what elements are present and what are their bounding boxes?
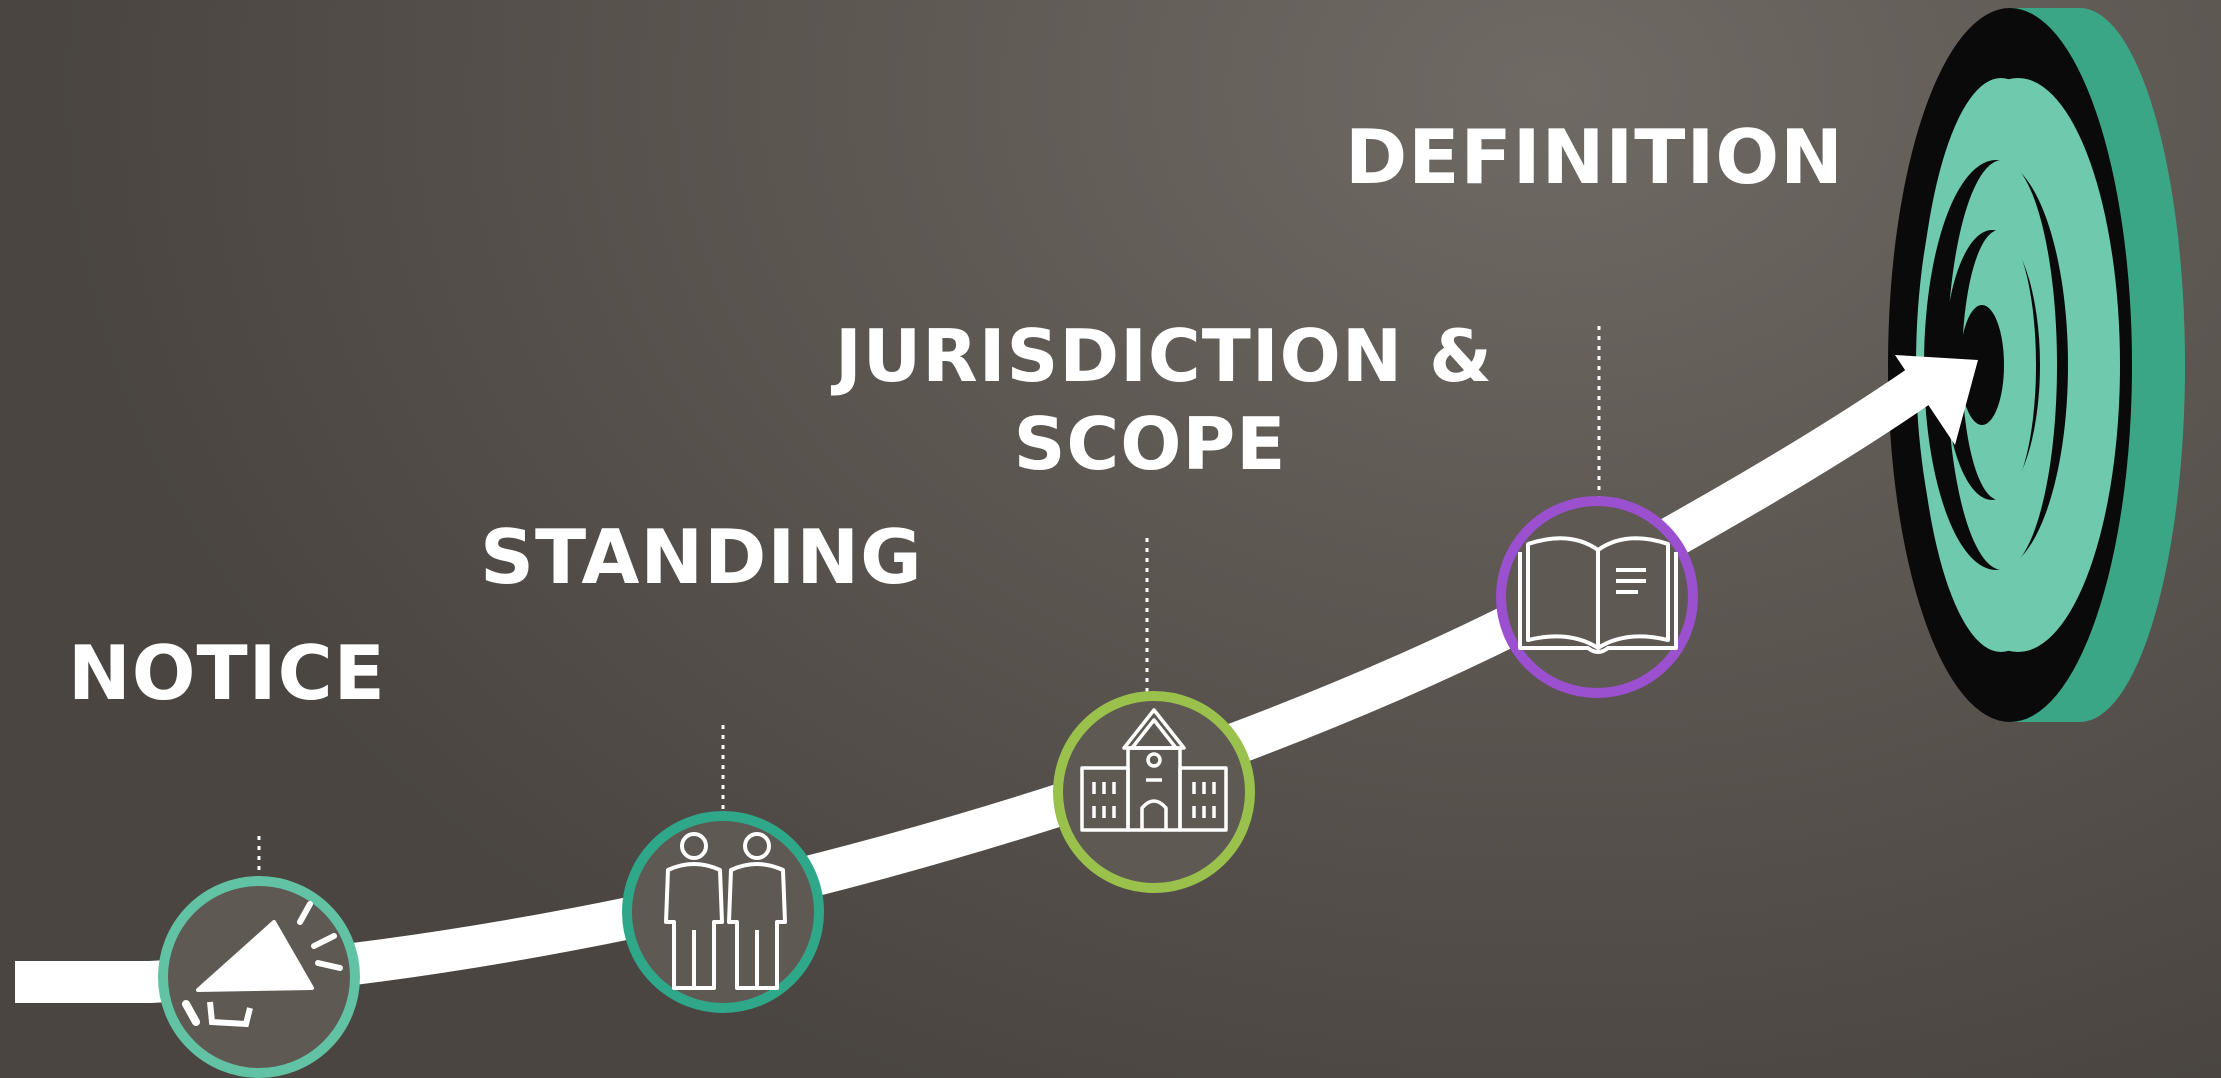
step-label-line: NOTICE [68,629,386,717]
step-jurisdiction [1053,691,1255,893]
step-label-line: SCOPE [1013,401,1287,486]
step-standing [622,811,824,1013]
courthouse-icon [1080,708,1228,832]
target-icon [1888,8,2185,722]
step-label-definition: DEFINITION [1345,112,1844,204]
step-label-line: DEFINITION [1345,113,1844,201]
people-icon [664,832,787,990]
step-label-line: JURISDICTION & [835,314,1493,398]
progress-arrow [15,355,1978,1003]
open-book-icon [1518,536,1678,654]
step-label-standing: STANDING [480,512,923,604]
megaphone-icon [182,901,343,1028]
step-label-notice: NOTICE [68,628,386,720]
step-definition [1496,496,1698,698]
step-notice [158,876,360,1078]
step-label-line: STANDING [480,513,923,601]
step-label-jurisdiction: JURISDICTION & SCOPE [835,313,1493,489]
dotted-connectors [257,326,1601,878]
